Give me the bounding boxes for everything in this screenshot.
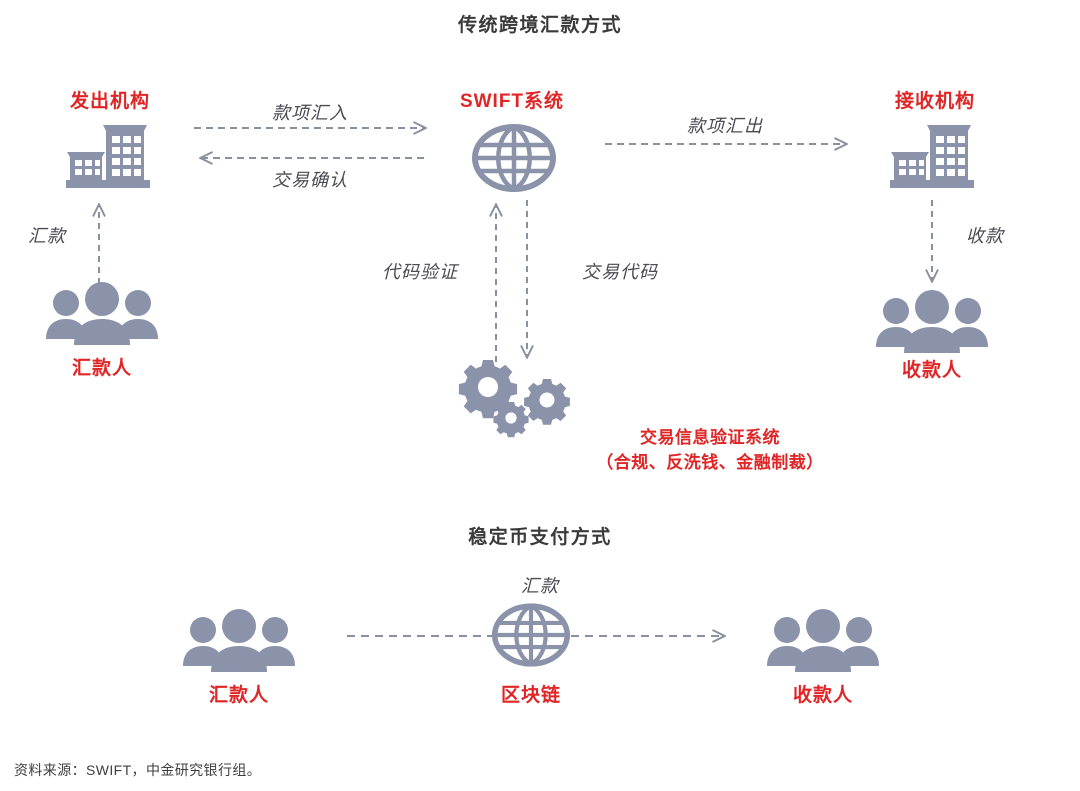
node-label-stablecoin-remitter: 汇款人 xyxy=(208,685,269,706)
node-label-receiving-institution: 接收机构 xyxy=(894,91,975,112)
edge-swift-to-receiving xyxy=(605,136,853,152)
edge-label-receiving-to-payee: 收款 xyxy=(966,226,1004,246)
node-label-payee: 收款人 xyxy=(901,360,962,381)
edge-receiving-to-payee xyxy=(917,200,947,290)
node-label-stablecoin-payee: 收款人 xyxy=(792,685,853,706)
section-title-traditional: 传统跨境汇款方式 xyxy=(457,15,622,36)
people-group-icon xyxy=(876,289,988,355)
gears-icon xyxy=(450,360,580,438)
node-label-verification-system: 交易信息验证系统 （合规、反洗钱、金融制裁） xyxy=(530,426,890,475)
people-group-icon xyxy=(183,608,295,674)
node-label-blockchain: 区块链 xyxy=(500,685,561,706)
node-label-swift-system: SWIFT系统 xyxy=(459,91,565,112)
edge-verify-to-swift xyxy=(481,196,511,362)
edge-label-verify-to-swift: 代码验证 xyxy=(382,262,458,282)
people-group-icon xyxy=(767,608,879,674)
people-group-icon xyxy=(46,281,158,347)
bank-building-icon xyxy=(66,116,150,188)
edge-label-swift-to-sending: 交易确认 xyxy=(272,170,348,190)
verification-system-line2: （合规、反洗钱、金融制裁） xyxy=(596,452,824,472)
verification-system-line1: 交易信息验证系统 xyxy=(640,428,780,447)
node-label-remitter: 汇款人 xyxy=(71,358,132,379)
globe-icon xyxy=(471,123,557,193)
edge-label-stablecoin-remittance: 汇款 xyxy=(521,576,559,596)
section-title-stablecoin: 稳定币支付方式 xyxy=(468,527,612,548)
globe-icon xyxy=(491,602,571,668)
edge-swift-to-sending xyxy=(192,150,424,166)
edge-label-sending-to-swift: 款项汇入 xyxy=(272,103,348,123)
node-label-sending-institution: 发出机构 xyxy=(69,91,150,112)
edge-label-swift-to-verify: 交易代码 xyxy=(582,262,658,282)
bank-building-icon xyxy=(890,116,974,188)
source-note: 资料来源：SWIFT，中金研究银行组。 xyxy=(14,762,262,778)
edge-swift-to-verify xyxy=(512,200,542,368)
edge-remitter-to-sending xyxy=(84,196,114,284)
edge-label-swift-to-receiving: 款项汇出 xyxy=(687,116,763,136)
edge-label-remitter-to-sending: 汇款 xyxy=(28,226,66,246)
edge-sending-to-swift xyxy=(194,120,432,136)
